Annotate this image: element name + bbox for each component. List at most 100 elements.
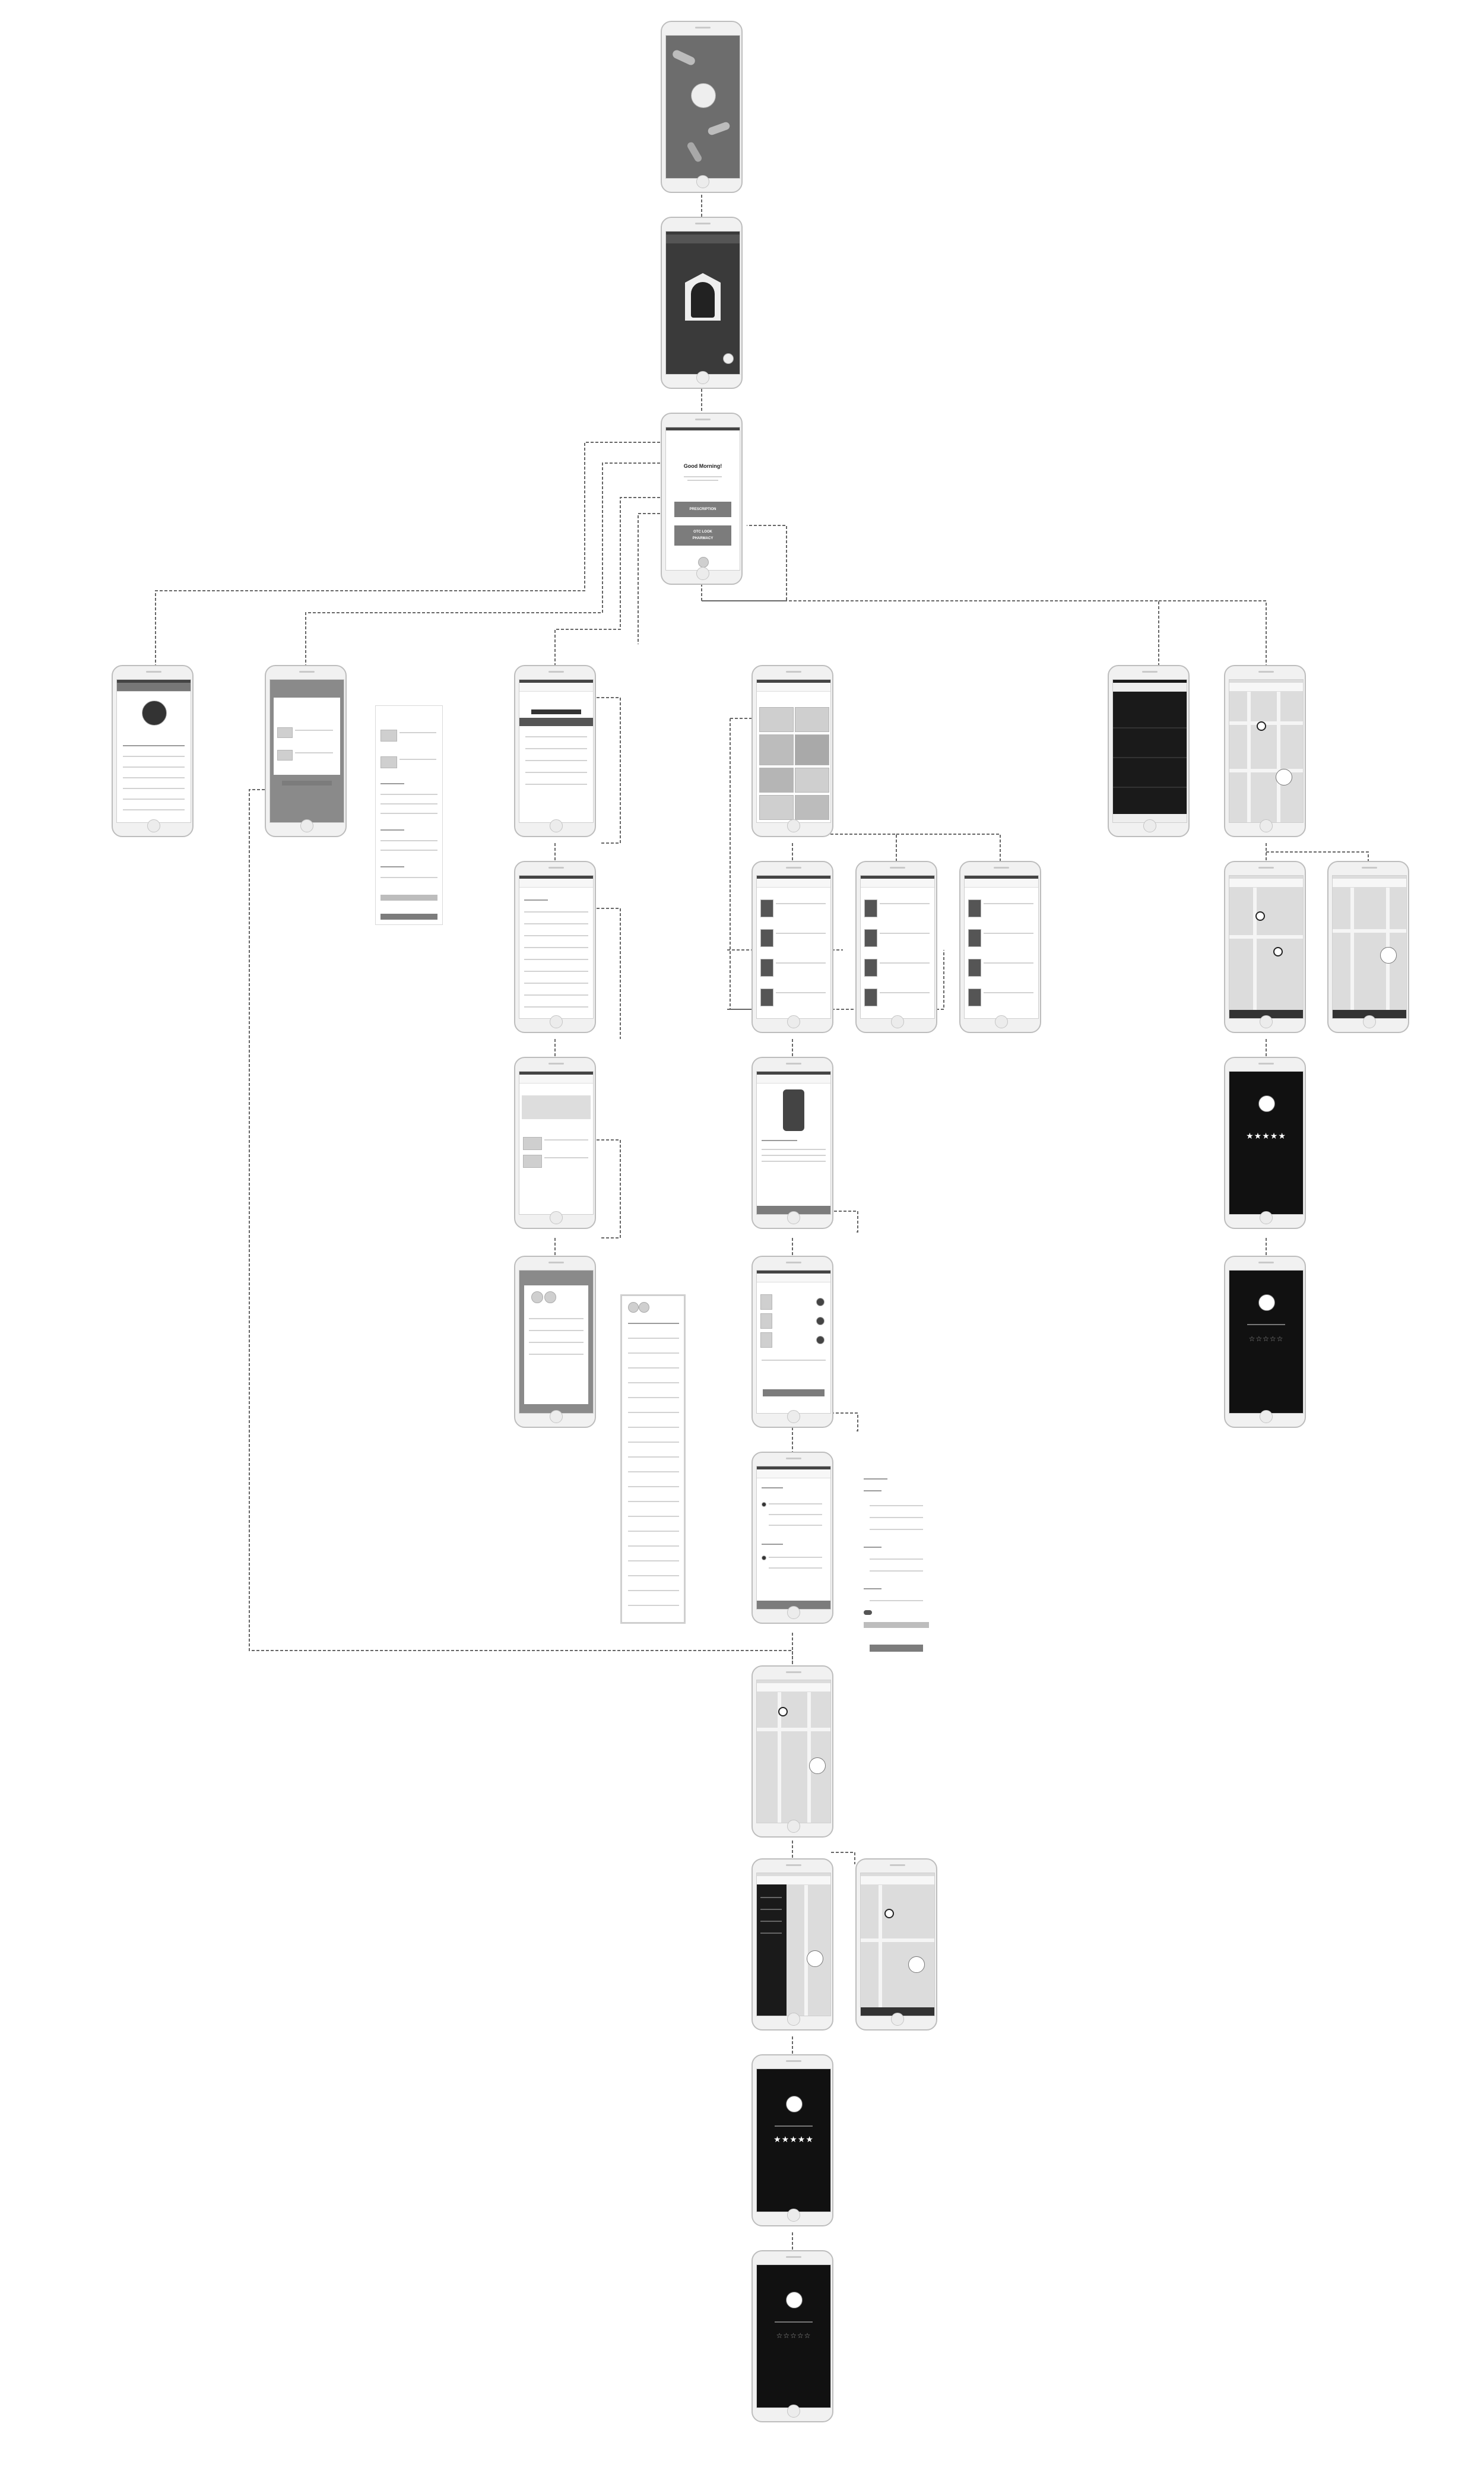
home-button[interactable]: [300, 819, 313, 832]
home-button[interactable]: [787, 1606, 800, 1619]
phone-speaker: [786, 671, 801, 673]
product-line: [984, 903, 1033, 904]
document-line: [628, 1590, 679, 1591]
quantity-badge-icon[interactable]: [816, 1298, 825, 1306]
quantity-badge-icon[interactable]: [816, 1336, 825, 1344]
drawer-item[interactable]: [760, 1897, 782, 1898]
phone-speaker: [786, 1063, 801, 1065]
drawer-item[interactable]: [760, 1909, 782, 1910]
sheet-option: [380, 850, 437, 851]
home-button[interactable]: [550, 1211, 563, 1224]
product-thumbnail[interactable]: [968, 989, 981, 1006]
home-button[interactable]: [891, 2013, 904, 2026]
product-thumbnail[interactable]: [968, 959, 981, 977]
radio-icon[interactable]: [762, 1502, 766, 1507]
home-button[interactable]: [995, 1015, 1008, 1028]
profile-row: [123, 809, 185, 810]
home-button[interactable]: [1260, 1211, 1273, 1224]
profile-icon[interactable]: [698, 557, 709, 568]
category-tile[interactable]: [795, 707, 829, 732]
home-button[interactable]: [787, 819, 800, 832]
map-pin-icon: [1273, 947, 1283, 956]
profile-row: [123, 788, 185, 789]
home-button[interactable]: [1260, 819, 1273, 832]
document-line: [628, 1531, 679, 1532]
pill-photo: [671, 49, 696, 66]
home-button[interactable]: [1143, 819, 1156, 832]
category-tile[interactable]: [795, 734, 829, 765]
category-tile[interactable]: [759, 707, 794, 732]
profile-settings-screen: [116, 679, 191, 823]
phone-speaker: [548, 1063, 564, 1065]
home-button[interactable]: [1363, 1015, 1376, 1028]
sheet-segment[interactable]: [864, 1622, 929, 1628]
prescription-calendar-screen: [519, 679, 594, 823]
category-tile[interactable]: [795, 795, 829, 820]
menu-confirm-button[interactable]: [282, 781, 332, 785]
category-tile[interactable]: [759, 795, 794, 820]
home-button[interactable]: [891, 1015, 904, 1028]
menu-item-thumbnail[interactable]: [277, 727, 293, 738]
item-thumbnail[interactable]: [523, 1137, 542, 1150]
checkout-button[interactable]: [763, 1389, 825, 1396]
product-thumbnail[interactable]: [760, 989, 773, 1006]
greeting-title: Good Morning!: [666, 463, 740, 469]
home-button[interactable]: [696, 567, 709, 580]
sheet-segment[interactable]: [380, 895, 437, 901]
home-button[interactable]: [787, 1410, 800, 1423]
home-button[interactable]: [1260, 1410, 1273, 1423]
drawer-item[interactable]: [760, 1921, 782, 1922]
camera-icon[interactable]: [723, 353, 734, 364]
map-road: [1253, 888, 1257, 1018]
item-thumbnail[interactable]: [523, 1155, 542, 1168]
home-button[interactable]: [787, 2013, 800, 2026]
home-button[interactable]: [147, 819, 160, 832]
category-tile[interactable]: [759, 768, 794, 793]
home-button[interactable]: [696, 175, 709, 188]
map-road: [804, 1885, 808, 2016]
product-thumbnail[interactable]: [864, 899, 877, 917]
otc-pharmacy-button[interactable]: OTC LOOK PHARMACY: [674, 525, 731, 546]
product-thumbnail[interactable]: [864, 929, 877, 947]
star-rating[interactable]: ☆☆☆☆☆: [757, 2332, 830, 2340]
product-thumbnail[interactable]: [760, 929, 773, 947]
star-rating[interactable]: ☆☆☆☆☆: [1229, 1335, 1303, 1343]
sheet-thumbnail: [380, 730, 397, 742]
quantity-badge-icon[interactable]: [816, 1317, 825, 1325]
product-thumbnail[interactable]: [864, 959, 877, 977]
category-tile[interactable]: [795, 768, 829, 793]
toggle-icon[interactable]: [864, 1610, 872, 1615]
home-button[interactable]: [1260, 1015, 1273, 1028]
product-thumbnail[interactable]: [968, 929, 981, 947]
home-button[interactable]: [787, 2405, 800, 2418]
home-button[interactable]: [787, 2209, 800, 2222]
home-button[interactable]: [550, 1410, 563, 1423]
star-rating[interactable]: ★★★★★: [1229, 1131, 1303, 1141]
home-button[interactable]: [550, 1015, 563, 1028]
home-button[interactable]: [787, 1820, 800, 1833]
prescription-button[interactable]: PRESCRIPTION: [674, 502, 731, 517]
home-button[interactable]: [787, 1211, 800, 1224]
map-road: [1113, 727, 1187, 728]
star-rating[interactable]: ★★★★★: [757, 2134, 830, 2144]
dark-map-screen: [1112, 679, 1187, 823]
home-button[interactable]: [550, 819, 563, 832]
home-button[interactable]: [696, 371, 709, 384]
radio-icon[interactable]: [762, 1556, 766, 1560]
cart-item-thumbnail[interactable]: [760, 1313, 772, 1329]
menu-item-thumbnail[interactable]: [277, 750, 293, 761]
cart-item-thumbnail[interactable]: [760, 1294, 772, 1310]
sheet-submit-button[interactable]: [870, 1645, 923, 1652]
sheet-submit-button[interactable]: [380, 914, 437, 920]
product-thumbnail[interactable]: [864, 989, 877, 1006]
product-thumbnail[interactable]: [760, 899, 773, 917]
home-button[interactable]: [787, 1015, 800, 1028]
category-tile[interactable]: [759, 734, 794, 765]
list-item: [524, 983, 588, 984]
cart-item-thumbnail[interactable]: [760, 1332, 772, 1348]
product-thumbnail[interactable]: [760, 959, 773, 977]
drawer-item[interactable]: [760, 1933, 782, 1934]
phone-speaker: [1142, 671, 1158, 673]
document-line: [628, 1397, 679, 1398]
product-thumbnail[interactable]: [968, 899, 981, 917]
